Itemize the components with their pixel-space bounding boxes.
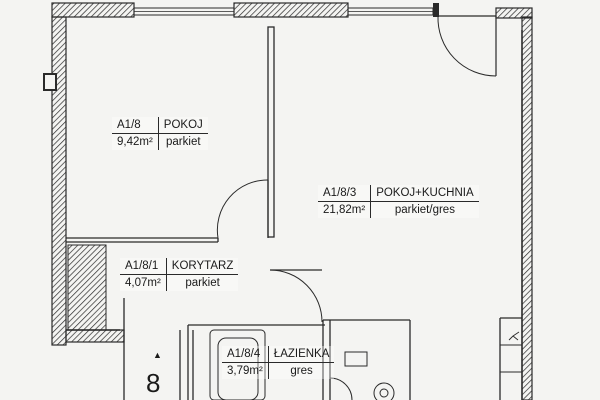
room-code: A1/8: [112, 117, 159, 134]
room-code: A1/8/3: [318, 185, 372, 202]
room-code: A1/8/1: [120, 258, 167, 275]
apartment-number: 8: [146, 368, 161, 398]
room-floor: parkiet: [165, 274, 239, 291]
room-floor: parkiet: [157, 133, 208, 150]
room-floor: parkiet/gres: [370, 201, 479, 218]
room-name: KORYTARZ: [165, 258, 239, 275]
stove-icon: [508, 331, 520, 341]
room-floor: gres: [267, 362, 335, 379]
door-swings: [216, 15, 497, 400]
room-label-lazienka: A1/8/4 ŁAZIENKA 3,79m² gres: [222, 346, 335, 379]
room-label-pokoj-kuchnia: A1/8/3 POKOJ+KUCHNIA 21,82m² parkiet/gre…: [318, 185, 479, 218]
exterior-wall-top: [51, 2, 533, 19]
room-area: 21,82m²: [318, 201, 372, 218]
room-label-pokoj: A1/8 POKOJ 9,42m² parkiet: [112, 117, 208, 150]
room-name: ŁAZIENKA: [267, 346, 335, 363]
marker-triangle-icon: ▲: [153, 350, 162, 360]
exterior-wall-right: [521, 16, 533, 400]
room-area: 4,07m²: [120, 274, 167, 291]
room-area: 3,79m²: [222, 362, 269, 379]
room-name: POKOJ+KUCHNIA: [370, 185, 479, 202]
room-code: A1/8/4: [222, 346, 269, 363]
room-area: 9,42m²: [112, 133, 159, 150]
room-name: POKOJ: [157, 117, 208, 134]
room-label-korytarz: A1/8/1 KORYTARZ 4,07m² parkiet: [120, 258, 239, 291]
